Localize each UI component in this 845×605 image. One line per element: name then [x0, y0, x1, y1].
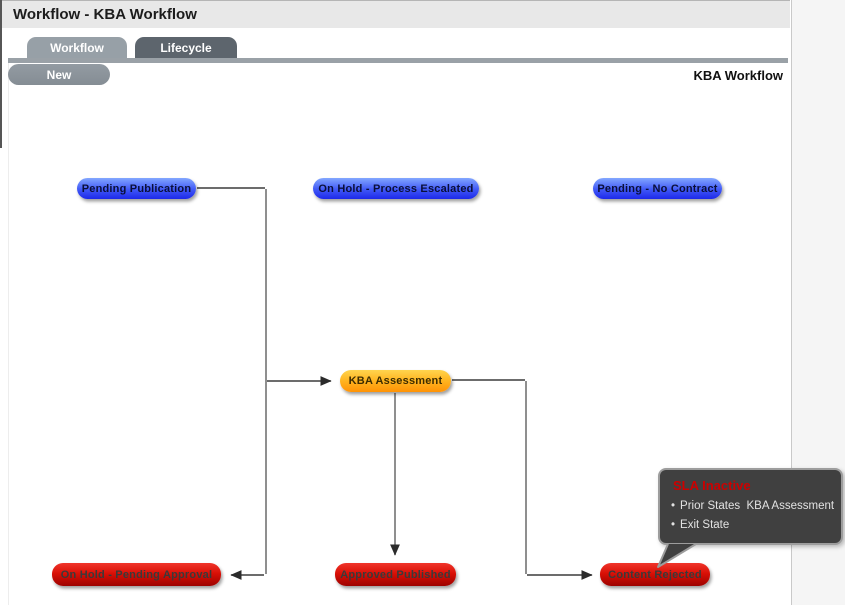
tab-divider-bar — [8, 58, 788, 63]
bullet-icon: • — [671, 519, 676, 531]
sla-tooltip-item-prior-states: • Prior States KBA Assessment — [671, 500, 841, 512]
sla-tooltip-item-text: Prior States KBA Assessment — [680, 500, 835, 512]
state-node-on-hold-pending-approval[interactable]: On Hold - Pending Approval — [52, 563, 221, 586]
tab-lifecycle[interactable]: Lifecycle — [135, 37, 237, 58]
sla-tooltip-title: SLA Inactive — [673, 478, 751, 493]
state-node-kba-assessment[interactable]: KBA Assessment — [340, 370, 451, 392]
bullet-icon: • — [671, 500, 676, 512]
state-node-on-hold-process-escalated[interactable]: On Hold - Process Escalated — [313, 178, 479, 199]
window-left-border — [0, 0, 2, 148]
sla-tooltip: SLA Inactive • Prior States KBA Assessmen… — [658, 468, 843, 545]
state-node-content-rejected[interactable]: Content Rejected — [600, 563, 710, 586]
canvas-left-rule — [8, 63, 9, 605]
new-button[interactable]: New — [8, 64, 110, 85]
page-title: Workflow - KBA Workflow — [13, 6, 197, 23]
state-node-pending-no-contract[interactable]: Pending - No Contract — [593, 178, 722, 199]
sla-tooltip-item-text: Exit State — [680, 519, 730, 531]
sla-tooltip-tail — [657, 543, 697, 568]
tab-workflow[interactable]: Workflow — [27, 37, 127, 58]
state-node-pending-publication[interactable]: Pending Publication — [77, 178, 196, 199]
window-titlebar: Workflow - KBA Workflow — [0, 0, 790, 28]
diagram-title: KBA Workflow — [693, 68, 783, 83]
sla-tooltip-item-exit-state: • Exit State — [671, 519, 841, 531]
state-node-approved-published[interactable]: Approved Published — [335, 563, 456, 586]
